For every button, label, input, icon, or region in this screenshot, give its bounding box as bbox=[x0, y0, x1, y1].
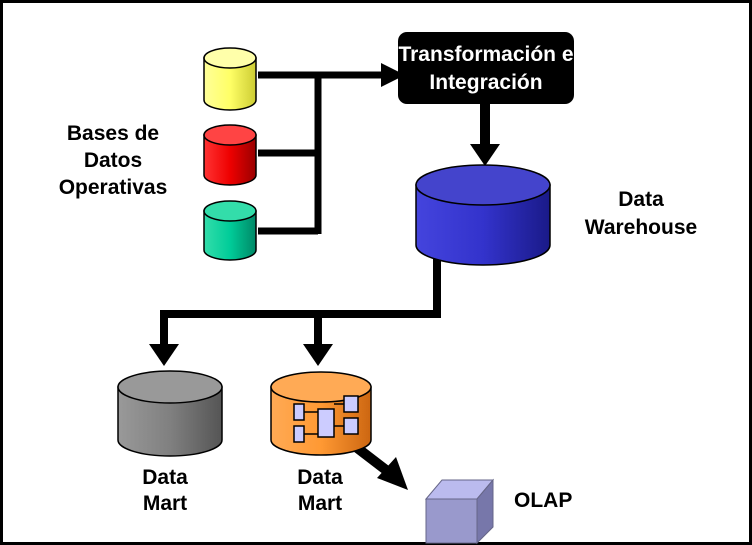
data-mart-1-label-line1: Data bbox=[142, 466, 188, 489]
operational-db-label-line2: Datos bbox=[84, 149, 142, 172]
operational-db-red bbox=[203, 124, 257, 186]
data-mart-2-label-line2: Mart bbox=[298, 492, 342, 515]
transform-label-line2: Integración bbox=[429, 71, 542, 94]
data-mart-1-label: Data Mart bbox=[142, 466, 188, 515]
transform-label: Transformación e Integración bbox=[398, 43, 573, 94]
arrow-to-warehouse bbox=[470, 144, 500, 166]
operational-db-green bbox=[203, 200, 257, 261]
arrow-to-olap bbox=[377, 457, 408, 490]
arrow-to-data-mart-2 bbox=[303, 344, 333, 366]
warehouse-label: Data Warehouse bbox=[585, 188, 697, 239]
transform-box bbox=[398, 32, 574, 104]
warehouse-label-line2: Warehouse bbox=[585, 216, 697, 239]
operational-db-yellow bbox=[203, 47, 257, 111]
data-mart-2-label-line1: Data bbox=[297, 466, 343, 489]
arrow-to-transform bbox=[381, 63, 405, 87]
data-mart-schema-icon bbox=[293, 395, 359, 443]
data-mart-orange-cylinder bbox=[270, 371, 372, 456]
operational-db-label: Bases de Datos Operativas bbox=[59, 122, 168, 199]
operational-db-label-line1: Bases de bbox=[67, 122, 159, 145]
data-mart-1-label-line2: Mart bbox=[143, 492, 187, 515]
warehouse-distribution-lines bbox=[160, 255, 441, 348]
olap-cube bbox=[424, 478, 495, 545]
operational-db-label-line3: Operativas bbox=[59, 176, 168, 199]
olap-label: OLAP bbox=[514, 489, 572, 512]
transform-label-line1: Transformación e bbox=[398, 43, 573, 66]
operational-db-connectors bbox=[258, 71, 385, 235]
arrow-to-data-mart-1 bbox=[149, 344, 179, 366]
arrow-shaft-to-olap bbox=[352, 443, 390, 474]
data-mart-2-label: Data Mart bbox=[297, 466, 343, 515]
data-warehouse-cylinder bbox=[415, 164, 551, 266]
data-mart-gray-cylinder bbox=[117, 370, 223, 457]
warehouse-label-line1: Data bbox=[618, 188, 664, 211]
